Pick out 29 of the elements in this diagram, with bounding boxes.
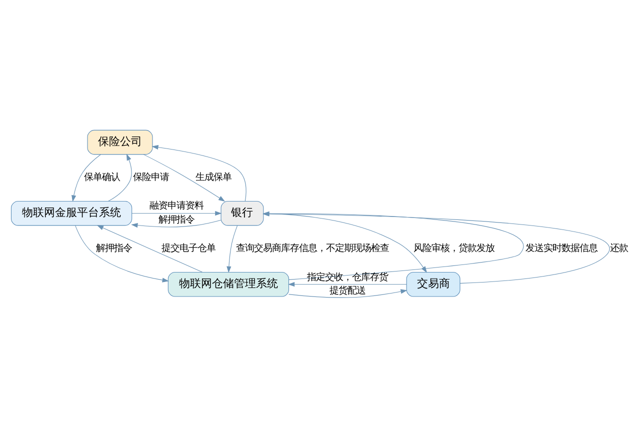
edge-label: 解押指令 [96,243,132,254]
node-box: 物联网仓储管理系统 [168,272,290,297]
arrow [132,211,222,216]
edge-label: 风险审核，贷款发放 [414,243,495,254]
edge-label: 解押指令 [158,214,194,226]
edge-label: 保险申请 [132,172,169,184]
arrow [108,154,132,202]
edge-label: 提交电子仓单 [161,243,216,254]
node-box: 保险公司 [87,130,153,155]
edge-label: 保单确认 [84,172,120,184]
arrow [288,282,407,287]
arrow [226,225,238,273]
edge-label: 生成保单 [196,172,232,184]
edge-label: 查询交易商库存信息，不定期现场检查 [236,243,390,254]
edge-label: 融资申请资料 [149,200,204,212]
edge-label: 提货配送 [330,286,366,297]
arrow [72,154,101,202]
arrow [96,225,203,272]
node-box: 交易商 [406,272,460,297]
edge-label: 指定交收，仓库存货 [307,272,388,283]
edge-label: 发送实时数据信息 [525,243,598,254]
node-box: 银行 [220,200,264,226]
edge-label: 还款 [610,243,628,254]
arrow [152,145,246,202]
arrow [143,154,226,202]
arrow [131,220,222,228]
arrow [288,289,408,298]
node-box: 物联网金服平台系统 [10,200,132,226]
arrow [75,225,169,282]
